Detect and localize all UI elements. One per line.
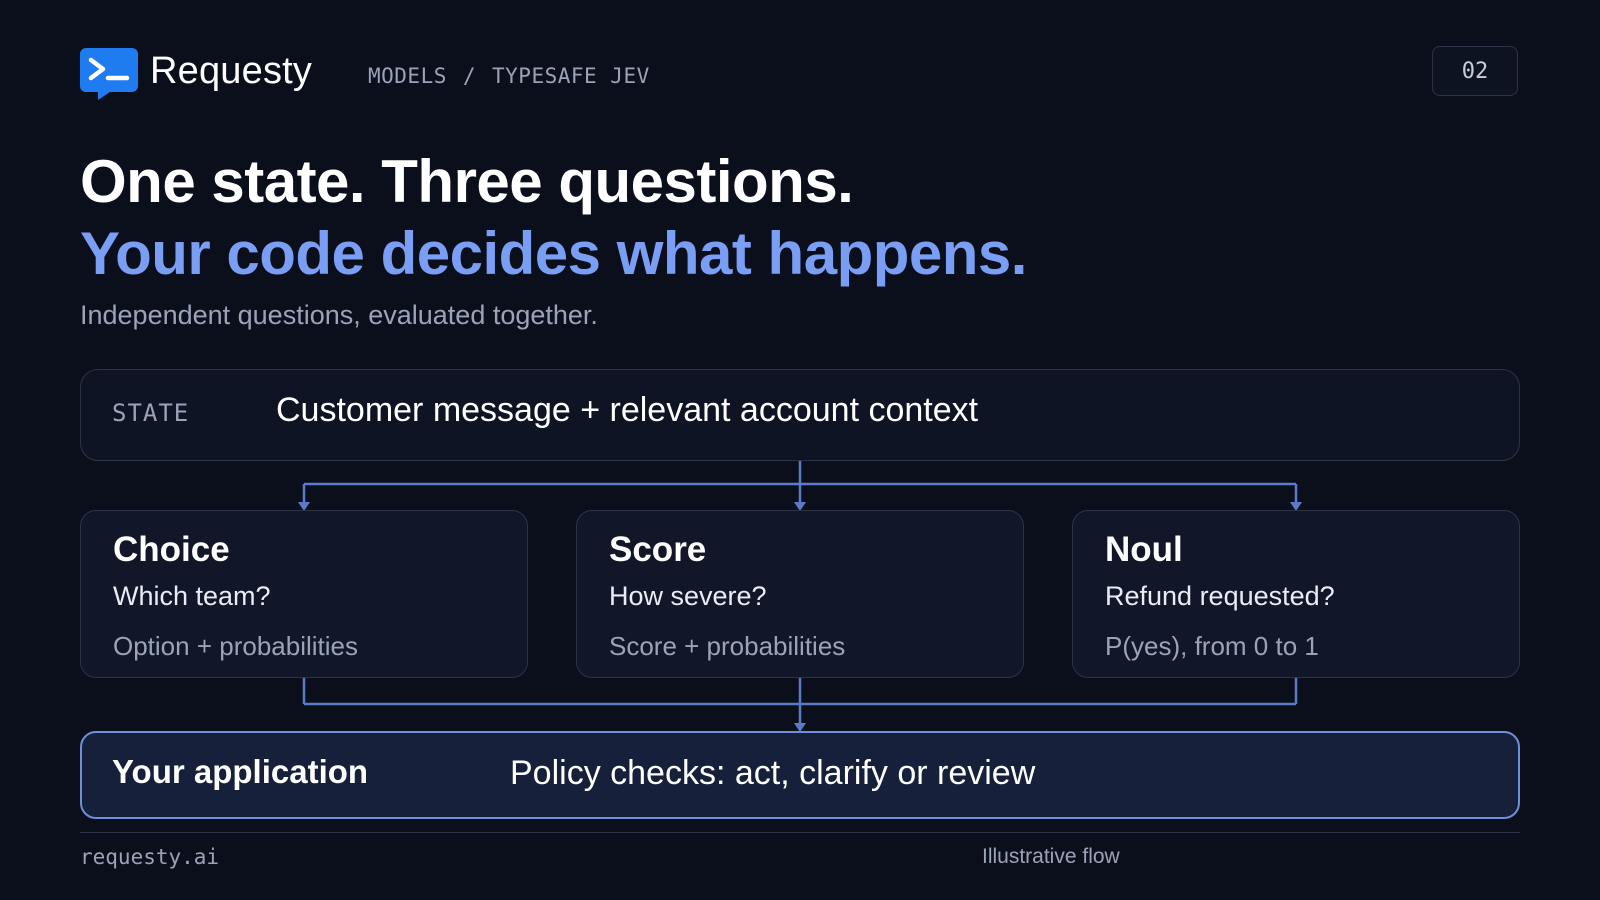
card-question: Refund requested? (1105, 581, 1335, 611)
footer-divider (80, 832, 1520, 833)
card-score: Score How severe? Score + probabilities (576, 510, 1024, 678)
card-choice: Choice Which team? Option + probabilitie… (80, 510, 528, 678)
card-title: Noul (1105, 530, 1183, 569)
card-output: P(yes), from 0 to 1 (1105, 631, 1319, 661)
card-output: Score + probabilities (609, 631, 846, 661)
state-box (80, 369, 1520, 461)
application-description: Policy checks: act, clarify or review (510, 754, 1036, 792)
page-subtitle: Independent questions, evaluated togethe… (80, 300, 598, 330)
card-title: Choice (113, 530, 230, 569)
card-question: Which team? (113, 581, 271, 611)
footer-site-link[interactable]: requesty.ai (80, 845, 220, 869)
footer-caption: Illustrative flow (982, 845, 1120, 868)
terminal-chat-icon (80, 48, 140, 100)
card-question: How severe? (609, 581, 767, 611)
application-label: Your application (112, 753, 369, 790)
breadcrumb: MODELS / TYPESAFE JEV (368, 62, 650, 90)
state-label: STATE (112, 399, 190, 427)
breadcrumb-separator: / (462, 64, 477, 88)
card-noul: Noul Refund requested? P(yes), from 0 to… (1072, 510, 1520, 678)
page-title-accent: Your code decides what happens. (80, 220, 1027, 287)
page-title: One state. Three questions. (80, 148, 854, 215)
breadcrumb-item-current: TYPESAFE JEV (492, 64, 650, 88)
card-output: Option + probabilities (113, 631, 358, 661)
breadcrumb-item-models[interactable]: MODELS (368, 64, 447, 88)
brand-name[interactable]: Requesty (150, 50, 313, 92)
state-description: Customer message + relevant account cont… (276, 391, 979, 429)
card-title: Score (609, 530, 707, 569)
page-number-badge: 02 (1432, 46, 1518, 96)
application-box (80, 731, 1520, 819)
